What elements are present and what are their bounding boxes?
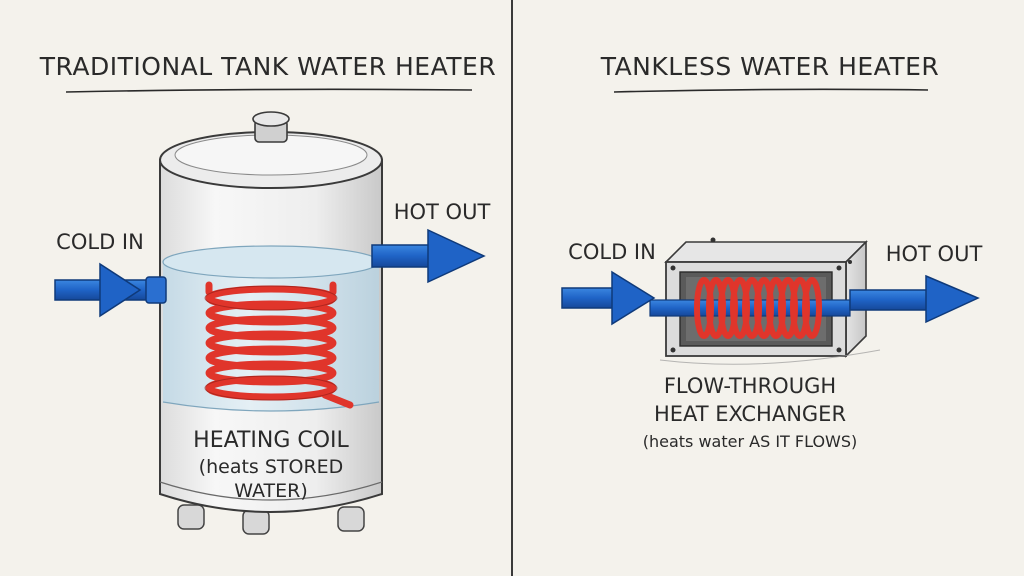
left-title-underline — [65, 88, 473, 93]
right-hot-outlet-pipe — [849, 274, 980, 324]
exchanger-label-line1: FLOW-THROUGH — [664, 374, 836, 398]
exchanger-note: (heats water AS IT FLOWS) — [643, 432, 858, 451]
left-cold-inlet-pipe — [54, 262, 167, 318]
heating-coil-note-line1: (heats STORED — [199, 456, 344, 478]
right-cold-in-label: COLD IN — [568, 240, 656, 264]
exchanger-label-line2: HEAT EXCHANGER — [654, 402, 846, 426]
left-panel: TRADITIONAL TANK WATER HEATER — [39, 52, 496, 535]
heating-coil — [205, 281, 354, 409]
right-hot-out-label: HOT OUT — [886, 242, 983, 266]
heating-coil-note-line2: WATER) — [234, 480, 308, 502]
left-cold-in-label: COLD IN — [56, 230, 144, 254]
right-title-underline — [613, 88, 929, 93]
left-hot-out-label: HOT OUT — [394, 200, 491, 224]
left-title: TRADITIONAL TANK WATER HEATER — [39, 52, 496, 81]
right-title: TANKLESS WATER HEATER — [600, 52, 940, 81]
tankless-coil — [694, 277, 822, 339]
left-hot-outlet-pipe — [371, 228, 486, 284]
right-panel: TANKLESS WATER HEATER — [561, 52, 983, 451]
heating-coil-label: HEATING COIL — [193, 428, 349, 453]
right-cold-inlet-pipe — [561, 270, 656, 326]
